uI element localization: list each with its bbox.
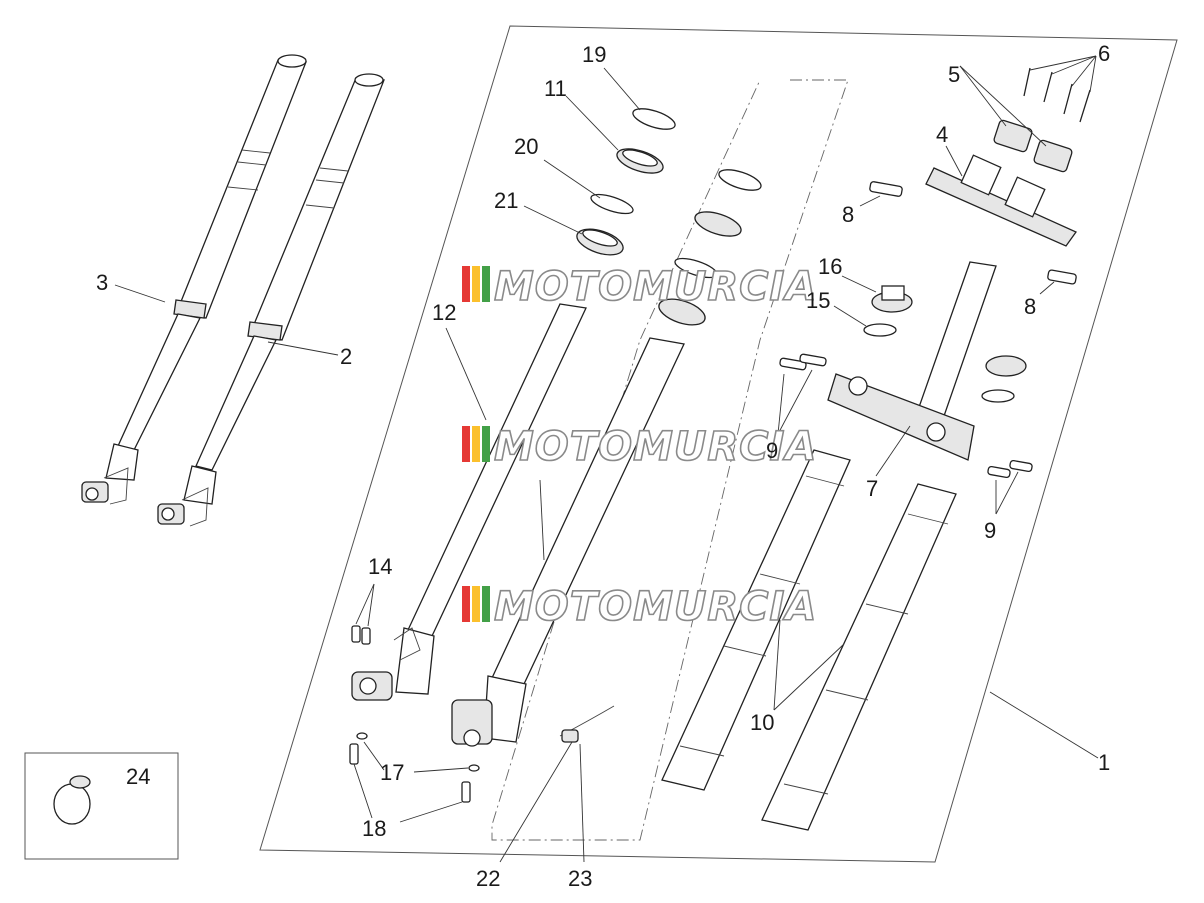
washer-15: [863, 323, 897, 337]
seal-ring-19: [632, 108, 676, 130]
label-part-8-upper: 8: [842, 202, 854, 227]
label-part-4: 4: [936, 122, 948, 147]
label-part-7: 7: [866, 476, 878, 501]
clamp-bolts-6: [1023, 67, 1091, 123]
seal-set-right: [658, 169, 762, 326]
fork-guard-10-right: [761, 483, 957, 831]
stem-nut-16: [871, 285, 913, 313]
label-part-2: 2: [340, 344, 352, 369]
watermark-text: MOTOMURCIA: [494, 584, 817, 630]
dust-seal-21: [576, 228, 624, 256]
screws-14: [351, 625, 371, 645]
label-part-8-lower: 8: [1024, 294, 1036, 319]
watermark-1: MOTOMURCIA: [462, 263, 817, 311]
fork-leg-right-assembled: [157, 73, 385, 527]
circlip-20: [590, 193, 634, 215]
fork-inner-tube-exploded: [351, 303, 587, 701]
label-part-23: 23: [568, 866, 592, 891]
watermark-text: MOTOMURCIA: [494, 264, 817, 310]
label-part-6: 6: [1098, 41, 1110, 66]
bolt-8-lower: [1047, 269, 1077, 285]
lower-triple-clamp-7: [827, 373, 975, 461]
pinch-bolts-9-left: [779, 353, 827, 371]
label-part-16: 16: [818, 254, 842, 279]
label-part-24: 24: [126, 764, 150, 789]
screws-18: [349, 743, 471, 803]
hose-clamp-24: [53, 775, 91, 825]
label-part-19: 19: [582, 42, 606, 67]
label-part-20: 20: [514, 134, 538, 159]
label-part-21: 21: [494, 188, 518, 213]
fork-leg-left-assembled: [81, 54, 307, 505]
watermark-text: MOTOMURCIA: [494, 424, 817, 470]
label-part-11: 11: [544, 76, 567, 101]
label-part-15: 15: [806, 288, 830, 313]
stem-nut-right: [981, 355, 1027, 403]
leader-lines: [114, 55, 1099, 863]
label-part-9-left: 9: [766, 438, 778, 463]
label-part-1: 1: [1098, 750, 1110, 775]
oil-seal-11: [616, 148, 664, 174]
fork-outer-tube-exploded: [451, 337, 685, 747]
label-part-10: 10: [750, 710, 774, 735]
upper-triple-clamp-4: [925, 154, 1077, 247]
label-part-22: 22: [476, 866, 500, 891]
washers-17: [356, 732, 480, 772]
label-part-12: 12: [432, 300, 456, 325]
label-part-3: 3: [96, 270, 108, 295]
watermark-3: MOTOMURCIA: [462, 583, 817, 631]
label-part-9-right: 9: [984, 518, 996, 543]
label-part-5: 5: [948, 62, 960, 87]
label-part-17: 17: [380, 760, 404, 785]
label-part-14: 14: [368, 554, 392, 579]
pinch-bolts-9-right: [987, 459, 1033, 479]
assembly-frame: [259, 25, 1178, 863]
fork-guard-10-left: [661, 449, 851, 791]
label-part-18: 18: [362, 816, 386, 841]
bolt-8-upper: [869, 181, 903, 197]
inset-box-24: [24, 752, 179, 860]
watermark-2: MOTOMURCIA: [462, 423, 817, 471]
handlebar-clamps-5: [993, 119, 1073, 173]
